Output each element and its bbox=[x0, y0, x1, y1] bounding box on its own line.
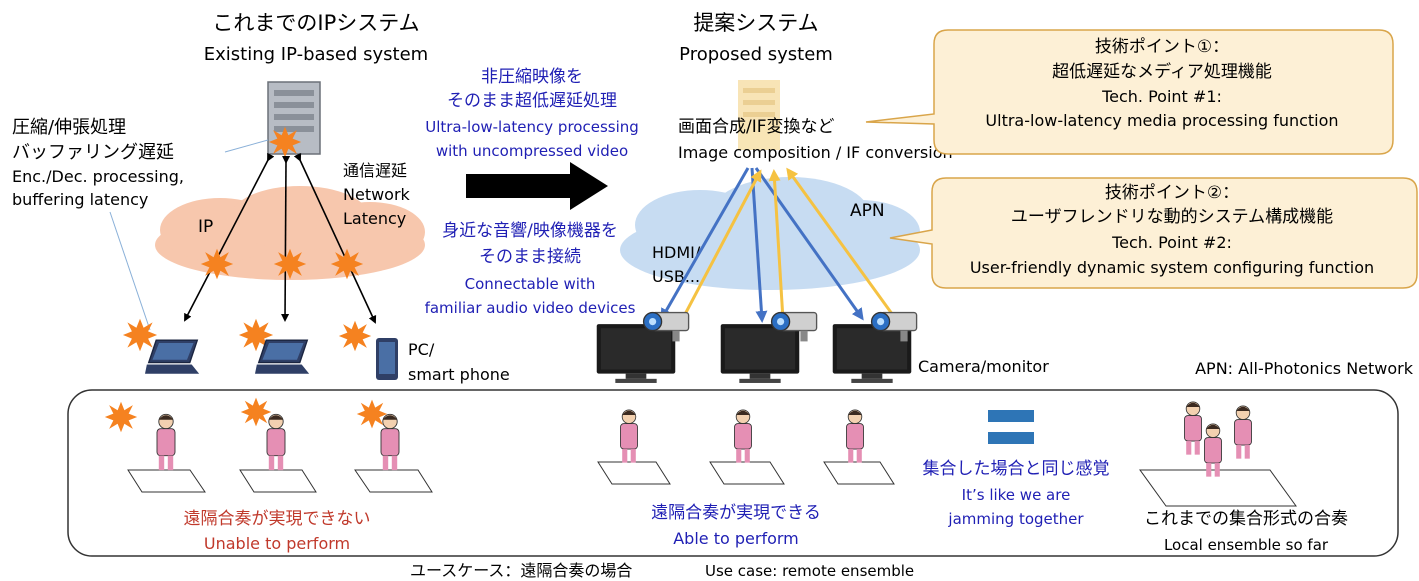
tech-point-2-callout bbox=[889, 177, 1418, 289]
tech2-en-1: Tech. Point #2: bbox=[1111, 233, 1232, 252]
connect-en-2: familiar audio video devices bbox=[425, 299, 636, 317]
smartphone-icon bbox=[376, 338, 398, 380]
monitor-icon bbox=[720, 324, 800, 383]
leader-line bbox=[224, 139, 269, 153]
able-en: Able to perform bbox=[673, 529, 799, 548]
right-title-en: Proposed system bbox=[679, 44, 833, 65]
uncompressed-en-2: with uncompressed video bbox=[436, 142, 628, 160]
connect-ja-1: 身近な音響/映像機器を bbox=[442, 221, 618, 241]
tech2-en-2: User-friendly dynamic system configuring… bbox=[970, 258, 1374, 277]
laptop-icon bbox=[145, 339, 200, 375]
unable-en: Unable to perform bbox=[204, 534, 350, 553]
equals-icon bbox=[988, 410, 1034, 444]
burst-icon bbox=[200, 248, 234, 280]
apn-cloud bbox=[620, 177, 920, 290]
local-en: Local ensemble so far bbox=[1164, 536, 1329, 554]
compress-ja-2: バッファリング遅延 bbox=[12, 142, 174, 163]
unable-ja: 遠隔合奏が実現できない bbox=[184, 509, 371, 529]
tech1-ja-2: 超低遅延なメディア処理機能 bbox=[1052, 61, 1272, 82]
ip-arrows bbox=[184, 152, 377, 324]
apn-definition: APN: All-Photonics Network bbox=[1195, 359, 1414, 378]
uncompressed-en-1: Ultra-low-latency processing bbox=[425, 118, 639, 136]
left-title-ja: これまでのIPシステム bbox=[212, 11, 419, 35]
burst-icon bbox=[338, 320, 372, 352]
usecase-box bbox=[67, 389, 1399, 557]
apn-label: APN bbox=[850, 201, 885, 221]
apn-yellow-arrows bbox=[680, 167, 897, 321]
monitor-icon bbox=[832, 324, 912, 383]
same-en-1: It’s like we are bbox=[962, 486, 1071, 504]
burst-icon bbox=[273, 248, 307, 280]
image-comp-en: Image composition / IF conversion bbox=[678, 143, 953, 162]
local-ja: これまでの集合形式の合奏 bbox=[1144, 509, 1348, 529]
burst-icon bbox=[122, 318, 158, 352]
compress-ja-1: 圧縮/伸張処理 bbox=[12, 117, 126, 138]
same-en-2: jamming together bbox=[947, 510, 1084, 528]
ip-label: IP bbox=[198, 217, 213, 237]
tech2-ja-1: 技術ポイント②： bbox=[1105, 183, 1239, 203]
pc-label-2: smart phone bbox=[408, 365, 510, 384]
camera-monitor-label: Camera/monitor bbox=[918, 357, 1049, 376]
connect-ja-2: そのまま接続 bbox=[479, 247, 581, 267]
network-ja: 通信遅延 bbox=[343, 161, 407, 180]
network-en-1: Network bbox=[343, 185, 411, 204]
tech1-en-1: Tech. Point #1: bbox=[1101, 87, 1222, 106]
connect-en-1: Connectable with bbox=[465, 275, 596, 293]
network-en-2: Latency bbox=[343, 209, 406, 228]
usecase-ja: ユースケース：遠隔合奏の場合 bbox=[410, 561, 632, 580]
right-title-ja: 提案システム bbox=[693, 11, 818, 35]
tech1-ja-1: 技術ポイント①： bbox=[1095, 37, 1229, 57]
remote-musicians-able bbox=[597, 409, 895, 485]
tech-point-1-callout bbox=[865, 29, 1394, 155]
leader-line bbox=[109, 211, 151, 331]
remote-musicians-unable bbox=[104, 397, 433, 493]
usecase-en: Use case: remote ensemble bbox=[705, 562, 914, 580]
tech2-ja-2: ユーザフレンドリな動的システム構成機能 bbox=[1011, 207, 1333, 227]
uncompressed-ja-2: そのまま超低遅延処理 bbox=[447, 91, 617, 111]
proposed-server-icon bbox=[738, 80, 780, 150]
image-comp-ja: 画面合成/IF変換など bbox=[678, 117, 835, 137]
monitor-icon bbox=[596, 324, 676, 383]
compress-en-1: Enc./Dec. processing, bbox=[12, 167, 184, 186]
tech1-en-2: Ultra-low-latency media processing funct… bbox=[985, 111, 1338, 130]
hdmi-label-2: USB... bbox=[652, 267, 700, 286]
pc-label-1: PC/ bbox=[408, 340, 435, 359]
burst-icon bbox=[268, 126, 302, 158]
big-arrow bbox=[466, 162, 608, 210]
apn-blue-arrows bbox=[660, 167, 864, 323]
local-ensemble bbox=[1139, 401, 1297, 507]
compress-en-2: buffering latency bbox=[12, 190, 148, 209]
able-ja: 遠隔合奏が実現できる bbox=[651, 503, 821, 523]
burst-icon bbox=[330, 248, 364, 280]
same-ja: 集合した場合と同じ感覚 bbox=[923, 459, 1110, 479]
uncompressed-ja-1: 非圧縮映像を bbox=[481, 67, 583, 87]
laptop-icon bbox=[255, 339, 310, 375]
hdmi-label-1: HDMI/ bbox=[652, 243, 701, 262]
left-title-en: Existing IP-based system bbox=[204, 44, 428, 65]
